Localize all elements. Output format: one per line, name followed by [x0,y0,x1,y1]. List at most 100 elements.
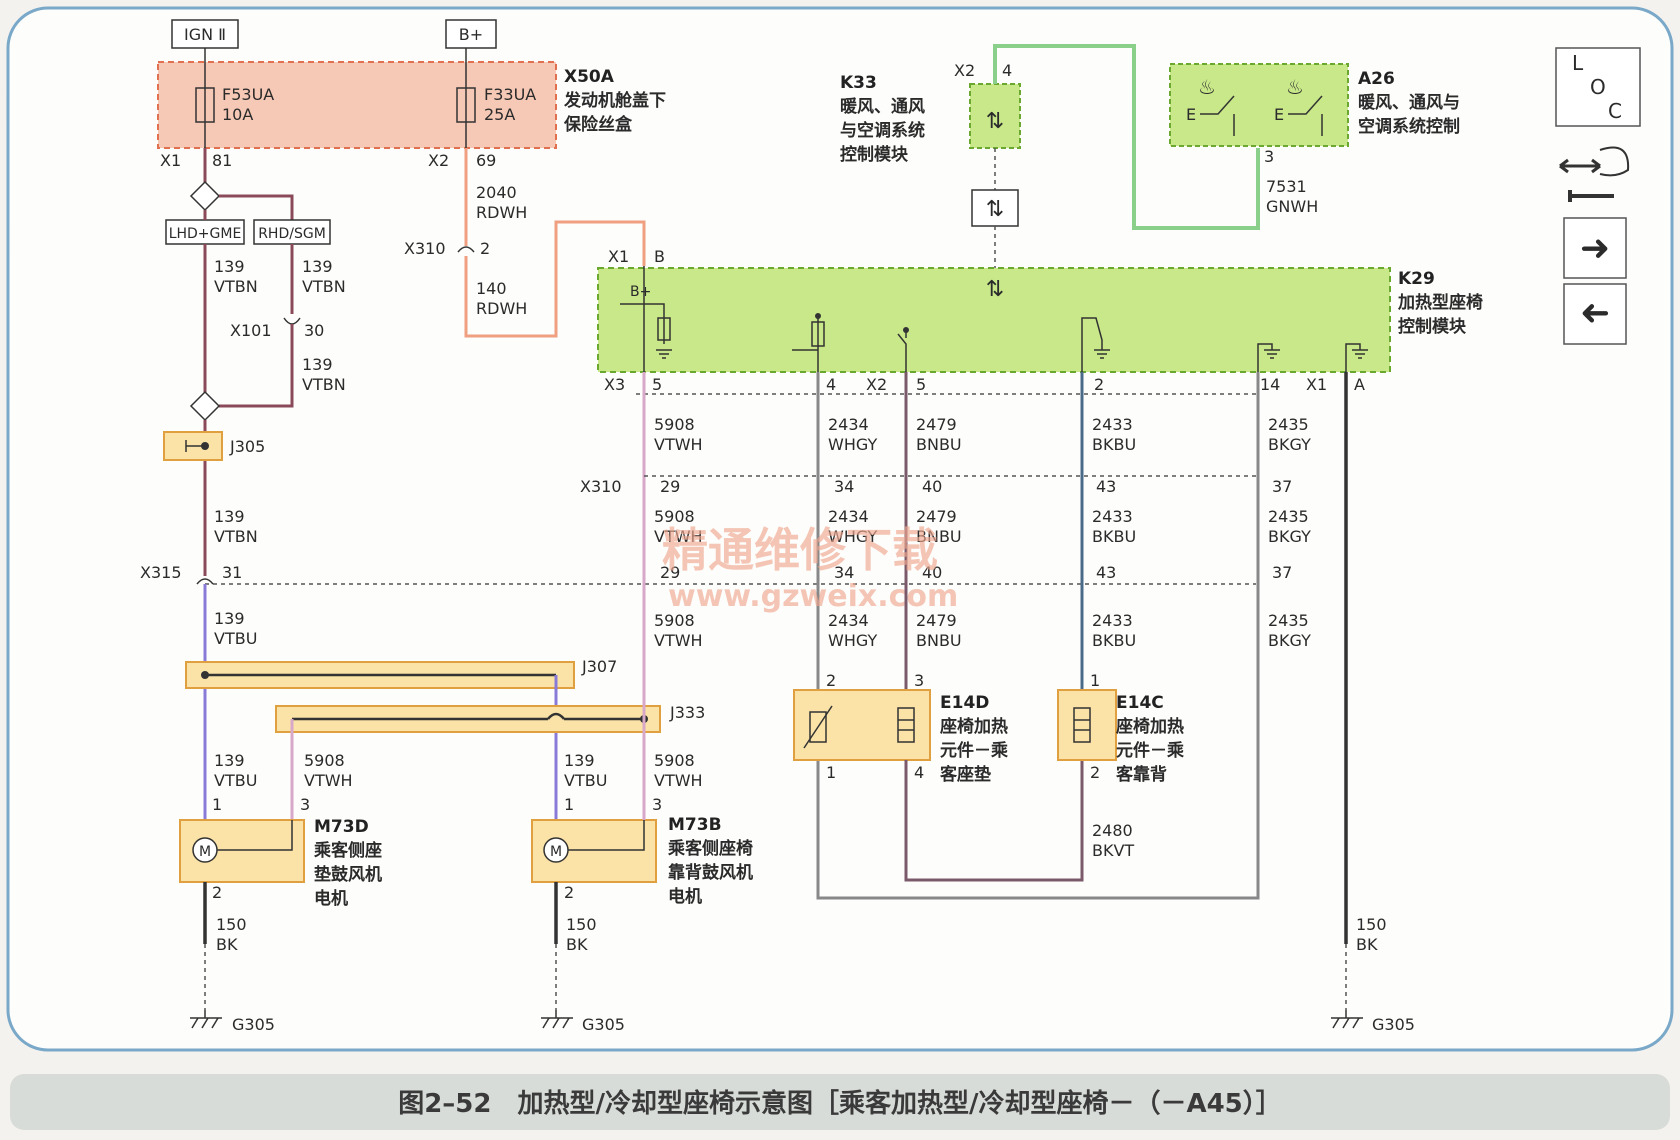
previous-page-button[interactable] [1563,283,1627,345]
k33-name-1: 暖风、通风 [840,96,925,117]
fuse1-rating: 10A [222,105,253,124]
m73d-name-1: 乘客侧座 [313,840,382,861]
x310b-pin40: 40 [922,477,942,496]
x315-pin40: 40 [922,563,942,582]
e14c-pin1: 1 [1090,671,1100,690]
x315-pin: 31 [222,563,242,582]
e14c-name-2: 元件－乘 [1116,740,1184,761]
thermistor-icon [809,711,827,743]
seat-heat-icon: ♨ [1286,75,1304,99]
fuse-box-id: X50A [564,67,615,87]
a26-pin: 3 [1264,147,1274,166]
w139e-num: 139 [214,609,245,628]
m73b-motor-letter: M [550,844,562,860]
s2434a-color: WHGY [828,435,877,454]
k29-id: K29 [1398,269,1435,289]
g150c-color: BK [1356,935,1378,954]
k29-name-1: 加热型座椅 [1397,292,1483,313]
w139g-color: VTBU [564,771,607,790]
m73d-pin1: 1 [212,795,222,814]
a26-switch-mark: E [1274,105,1284,124]
a26-wire-color: GNWH [1266,197,1318,216]
x101-pin: 30 [304,321,324,340]
fuse-box-x50a [157,61,557,149]
k29-pin2: 2 [1094,375,1104,394]
m73d-pin3: 3 [300,795,310,814]
fuse2-rating: 25A [484,105,515,124]
next-page-button[interactable] [1563,217,1627,279]
x310a-pin: 2 [480,239,490,258]
loc-c: C [1608,99,1622,123]
j305-label: J305 [229,437,265,456]
watermark-line1: 精通维修下载 [662,523,938,577]
w139e-color: VTBU [214,629,257,648]
fuse1-name: F53UA [222,85,274,104]
x310b-pin34: 34 [834,477,854,496]
bplus-label: B+ [459,25,483,44]
ground-icon [1331,1010,1363,1029]
x310b-pin29: 29 [660,477,680,496]
w139b-color: VTBN [302,277,346,296]
m73d-pin2: 2 [212,883,222,902]
e14d-name-3: 客座垫 [939,764,991,785]
w139c-color: VTBN [302,375,346,394]
k33-module-box [969,83,1021,149]
m73b-id: M73B [668,815,722,835]
serial-data-icon: ⇅ [986,197,1004,222]
fuse-box-name-2: 保险丝盒 [563,114,633,135]
fuse2-name: F33UA [484,85,536,104]
w139b-num: 139 [302,257,333,276]
w2480-color: BKVT [1092,841,1134,860]
w139a-color: VTBN [214,277,258,296]
heater-element-icon [897,707,915,743]
s5908a-color: VTWH [654,435,703,454]
ground-g305-2: G305 [582,1015,625,1034]
w2040-color: RDWH [476,203,527,222]
w2480-num: 2480 [1092,821,1133,840]
k29-name-2: 控制模块 [1398,316,1467,337]
e14c-name-3: 客靠背 [1115,764,1167,785]
s2434c-color: WHGY [828,631,877,650]
s2479a-num: 2479 [916,415,957,434]
k29-pin14: 14 [1260,375,1280,394]
s2435b-num: 2435 [1268,507,1309,526]
s5908a-num: 5908 [654,415,695,434]
figure-caption: 图2–52 加热型/冷却型座椅示意图［乘客加热型/冷却型座椅－（－A45）］ [398,1088,1282,1119]
e14d-pin2: 2 [826,671,836,690]
x315-pin29: 29 [660,563,680,582]
connector-view-icon[interactable] [1559,146,1630,203]
x310b-pin37: 37 [1272,477,1292,496]
s2479c-num: 2479 [916,611,957,630]
k29-comm-icon: ⇅ [986,277,1004,302]
s2434b-num: 2434 [828,507,869,526]
s2479a-color: BNBU [916,435,962,454]
e14c-id: E14C [1116,693,1164,713]
m73b-pin2: 2 [564,883,574,902]
a26-name-2: 空调系统控制 [1358,116,1460,137]
e14d-name-1: 座椅加热 [940,716,1008,737]
a26-id: A26 [1358,69,1395,89]
switch-icon [1200,95,1235,136]
m73b-pin1: 1 [564,795,574,814]
k29-bplus: B+ [630,284,651,300]
g150a-color: BK [216,935,238,954]
j333-label: J333 [669,703,705,722]
k29-x2: X2 [866,375,887,394]
s2435b-color: BKGY [1268,527,1311,546]
m73b-pin3: 3 [652,795,662,814]
x101-label: X101 [230,321,272,340]
s2433a-num: 2433 [1092,415,1133,434]
ign-label: IGN Ⅱ [184,25,226,44]
a26-wire-num: 7531 [1266,177,1307,196]
fuse-box-x1: X1 [160,151,181,170]
s2479b-num: 2479 [916,507,957,526]
s5908c-num: 5908 [654,611,695,630]
s2433c-color: BKBU [1092,631,1136,650]
fuse-box-x2-pin: 69 [476,151,496,170]
k29-x3: X3 [604,375,625,394]
w5908g-color: VTWH [654,771,703,790]
w139g-num: 139 [564,751,595,770]
ground-g305-3: G305 [1372,1015,1415,1034]
j307-label: J307 [581,657,617,676]
switch-icon [1288,95,1323,136]
